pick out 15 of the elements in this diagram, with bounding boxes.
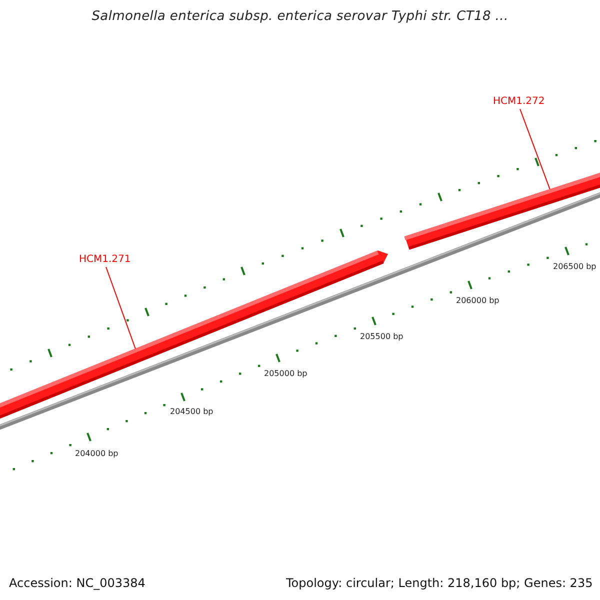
- position-label: 204500 bp: [170, 407, 214, 417]
- position-label: 205500 bp: [360, 332, 404, 342]
- gene-label: HCM1.271: [79, 254, 131, 266]
- leader-line: [106, 266, 136, 350]
- title: Salmonella enterica subsp. enterica serovar Typhi str. CT18 ...: [90, 9, 510, 24]
- gene-arrow: [0, 250, 388, 422]
- info-text: Accession: NC_003384: [9, 576, 146, 590]
- gene-bar: [404, 170, 600, 250]
- leader-line: [520, 108, 550, 190]
- position-label: 206000 bp: [456, 296, 500, 306]
- gene-label: HCM1.272: [493, 96, 545, 108]
- position-label: 206500 bp: [553, 262, 596, 272]
- info-text: Topology: circular; Length: 218,160 bp; Genes: 235: [286, 576, 593, 590]
- position-label: 205000 bp: [264, 369, 308, 379]
- position-label: 204000 bp: [75, 449, 118, 459]
